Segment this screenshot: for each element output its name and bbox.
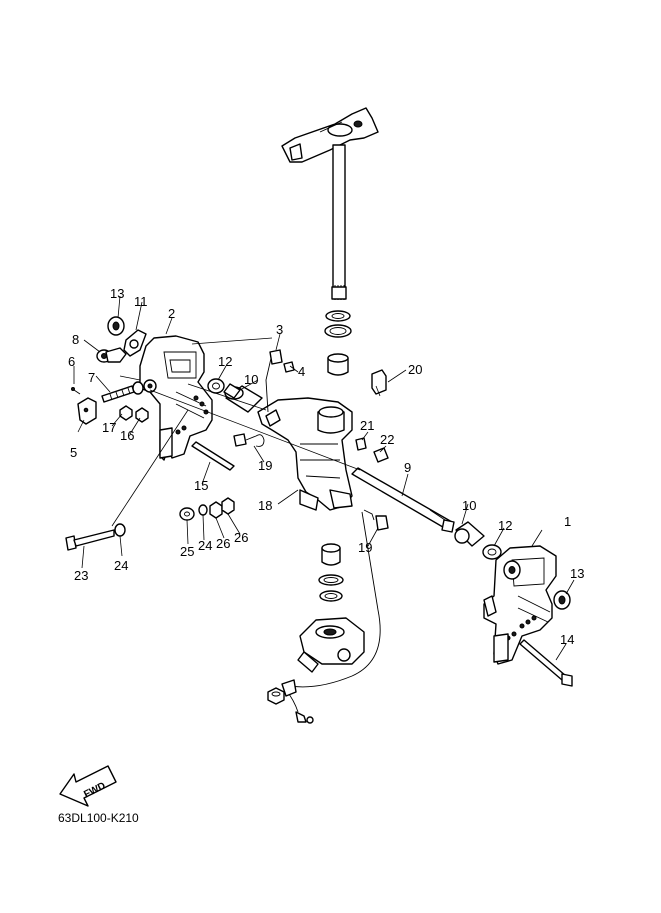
callout-4: 4 bbox=[298, 364, 305, 379]
nut-26a[interactable] bbox=[209, 501, 223, 519]
callout-13-right: 13 bbox=[570, 566, 584, 581]
callout-24-left: 24 bbox=[114, 558, 128, 573]
clamp-cap-left[interactable] bbox=[107, 316, 125, 336]
callout-3: 3 bbox=[276, 322, 283, 337]
callout-26-a: 26 bbox=[216, 536, 230, 551]
cable-nut[interactable] bbox=[267, 687, 285, 705]
leader-lines bbox=[73, 295, 575, 661]
grease-nipple-3[interactable] bbox=[265, 349, 283, 413]
clamp-knob[interactable] bbox=[123, 329, 147, 357]
callout-19-lower: 19 bbox=[358, 540, 372, 555]
ground-lead-wire[interactable] bbox=[281, 511, 381, 724]
steering-arm[interactable] bbox=[281, 107, 379, 163]
callout-numbers: 1 2 3 4 5 6 7 8 9 10 10 11 12 12 13 13 1… bbox=[68, 286, 584, 647]
callout-16: 16 bbox=[120, 428, 134, 443]
callout-10-right: 10 bbox=[462, 498, 476, 513]
callout-7: 7 bbox=[88, 370, 95, 385]
callout-15: 15 bbox=[194, 478, 208, 493]
callout-12-left: 12 bbox=[218, 354, 232, 369]
nut-26b[interactable] bbox=[221, 497, 235, 515]
callout-8: 8 bbox=[72, 332, 79, 347]
upper-seal-ring[interactable] bbox=[324, 324, 352, 338]
clamp-handle[interactable] bbox=[96, 347, 127, 363]
callout-24-right: 24 bbox=[198, 538, 212, 553]
thrust-plate[interactable] bbox=[77, 397, 97, 425]
callout-17: 17 bbox=[102, 420, 116, 435]
clamp-screw[interactable] bbox=[101, 381, 144, 403]
small-pin[interactable] bbox=[71, 387, 81, 395]
through-rod[interactable] bbox=[191, 441, 235, 471]
tilt-tube[interactable] bbox=[351, 467, 455, 533]
clamp-cap-right[interactable] bbox=[553, 590, 571, 610]
screw-4[interactable] bbox=[283, 361, 295, 373]
nut-17[interactable] bbox=[119, 405, 133, 421]
steering-shaft[interactable] bbox=[331, 144, 347, 300]
washer-25[interactable] bbox=[179, 507, 195, 521]
upper-bushing[interactable] bbox=[327, 353, 349, 376]
upper-washer[interactable] bbox=[325, 310, 351, 322]
lower-bushing[interactable] bbox=[321, 543, 341, 566]
callout-11: 11 bbox=[134, 294, 148, 309]
callout-14: 14 bbox=[560, 632, 574, 647]
callout-18: 18 bbox=[258, 498, 272, 513]
clamp-bracket-left[interactable] bbox=[139, 335, 213, 461]
callout-20: 20 bbox=[408, 362, 422, 377]
callout-21: 21 bbox=[360, 418, 374, 433]
long-bolt[interactable] bbox=[65, 529, 115, 551]
washer-24-left[interactable] bbox=[114, 523, 126, 537]
callout-22: 22 bbox=[380, 432, 394, 447]
nut-21[interactable] bbox=[355, 437, 367, 451]
swivel-bracket[interactable] bbox=[257, 397, 353, 511]
callout-13-left: 13 bbox=[110, 286, 124, 301]
callout-9: 9 bbox=[404, 460, 411, 475]
callout-23: 23 bbox=[74, 568, 88, 583]
fwd-arrow-icon: FWD bbox=[59, 765, 117, 807]
diagram-code: 63DL100-K210 bbox=[58, 811, 139, 825]
grease-nipple-lower[interactable] bbox=[363, 509, 389, 531]
nut-16[interactable] bbox=[135, 407, 149, 423]
washer-left[interactable] bbox=[207, 378, 225, 394]
callout-26-b: 26 bbox=[234, 530, 248, 545]
bolt-22[interactable] bbox=[373, 447, 389, 463]
bolt-14[interactable] bbox=[519, 639, 573, 687]
callout-12-right: 12 bbox=[498, 518, 512, 533]
grease-nipple-upper[interactable] bbox=[233, 433, 265, 447]
clamp-bracket-right[interactable] bbox=[483, 545, 557, 665]
callout-25: 25 bbox=[180, 544, 194, 559]
callout-6: 6 bbox=[68, 354, 75, 369]
callout-1: 1 bbox=[564, 514, 571, 529]
tilt-stopper[interactable] bbox=[371, 369, 387, 395]
lower-mount-yoke[interactable] bbox=[297, 617, 365, 673]
washer-right[interactable] bbox=[482, 544, 502, 560]
lower-seal-ring[interactable] bbox=[318, 574, 344, 586]
callout-2: 2 bbox=[168, 306, 175, 321]
lower-washer[interactable] bbox=[319, 590, 343, 602]
washer-24-right[interactable] bbox=[198, 504, 208, 516]
callout-5: 5 bbox=[70, 445, 77, 460]
callout-10-left: 10 bbox=[244, 372, 258, 387]
callout-19-upper: 19 bbox=[258, 458, 272, 473]
bushing-right[interactable] bbox=[454, 521, 485, 547]
